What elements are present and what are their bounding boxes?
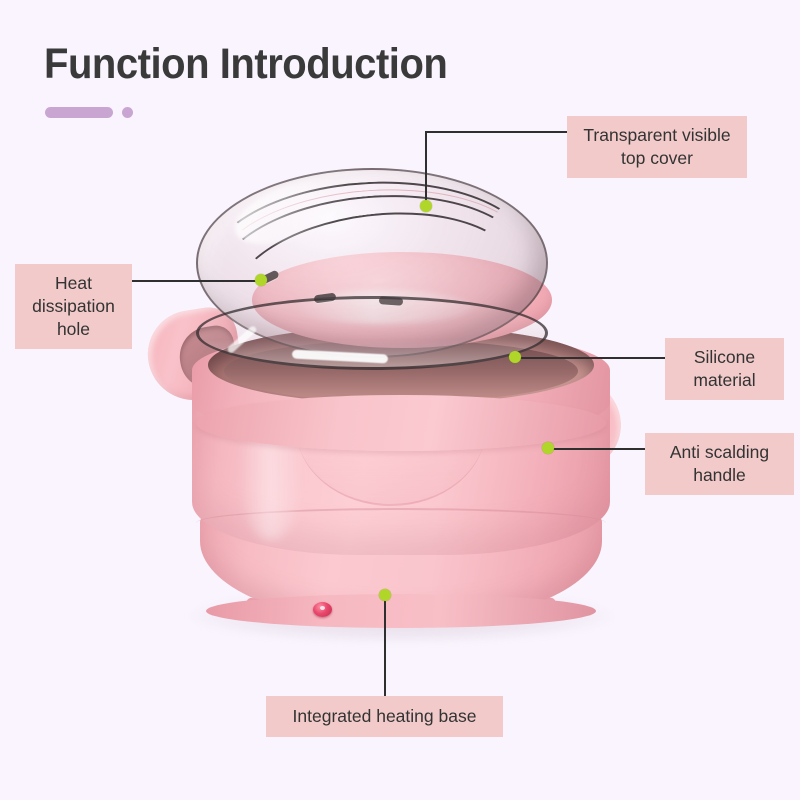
callout-dot-top-cover (420, 200, 432, 212)
silicone-collar-lip (196, 395, 606, 451)
callout-dot-heating-base (379, 589, 391, 601)
callout-dot-heat-hole (255, 274, 267, 286)
callout-label-heat-hole: Heat dissipation hole (15, 264, 132, 349)
base-rim (206, 594, 596, 628)
callout-line-top-cover-vertical (425, 132, 427, 206)
callout-line-silicone (517, 357, 665, 359)
callout-line-handle (551, 448, 645, 450)
pot-body-seam (196, 508, 606, 538)
callout-line-heating-base (384, 600, 386, 696)
callout-label-top-cover: Transparent visible top cover (567, 116, 747, 178)
callout-dot-silicone (509, 351, 521, 363)
power-indicator-gloss (320, 606, 325, 610)
page-title: Function Introduction (44, 40, 448, 88)
callout-label-heating-base: Integrated heating base (266, 696, 503, 737)
callout-label-handle: Anti scalding handle (645, 433, 794, 495)
callout-dot-handle (542, 442, 554, 454)
callout-line-top-cover-horizontal (425, 131, 567, 133)
title-accent-dot (122, 107, 133, 118)
callout-label-silicone: Silicone material (665, 338, 784, 400)
callout-line-heat-hole (132, 280, 262, 282)
title-accent-bar (45, 107, 113, 118)
